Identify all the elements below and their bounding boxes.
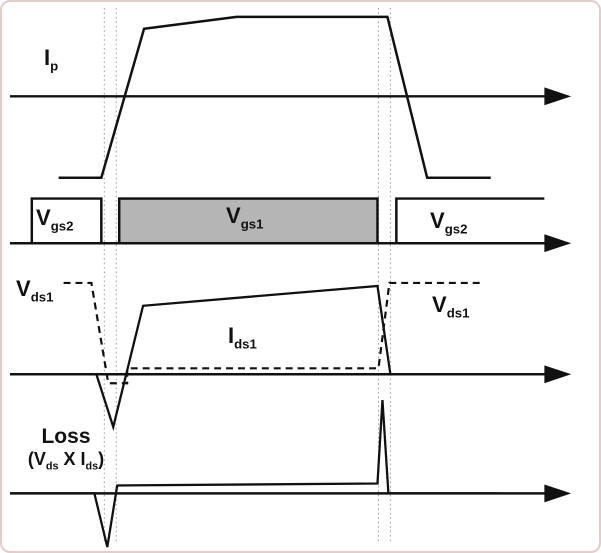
axis-ip-arrow [544, 87, 572, 106]
label-vds1-left: Vds1 [16, 277, 53, 304]
label-loss-l2a: (V [27, 449, 46, 470]
waveform-loss [11, 400, 499, 548]
waveform-vgs1-pulse [117, 197, 379, 245]
label-vgs2-right-sub: gs2 [444, 221, 468, 237]
waveform-vgs2-left-pulse [30, 197, 103, 244]
waveform-ids1 [11, 284, 499, 432]
label-loss: Loss (Vds X Ids) [14, 425, 118, 472]
label-vds1-right-sub: ds1 [446, 305, 470, 321]
label-ip-sub: p [50, 58, 59, 74]
label-ip-main: I [44, 45, 51, 70]
label-vgs2-right: Vgs2 [430, 209, 467, 236]
label-vgs1: Vgs1 [226, 204, 263, 231]
label-vgs2-right-main: V [430, 208, 445, 233]
axis-vgs-arrow [544, 234, 572, 253]
label-vgs2-left-sub: gs2 [50, 218, 74, 234]
waveform-vgs2-right-pulse [395, 197, 545, 244]
label-loss-l2c: X I [58, 449, 86, 470]
label-loss-line2: (Vds X Ids) [14, 450, 118, 472]
waveform-vds1-dashed [63, 281, 481, 385]
label-ids1: Ids1 [228, 324, 257, 351]
label-vgs1-sub: gs1 [240, 216, 264, 232]
axis-vds-arrow [544, 365, 572, 384]
waveform-primary-current [58, 15, 491, 179]
label-loss-l2e: ) [98, 449, 105, 470]
label-vds1-left-sub: ds1 [30, 289, 54, 305]
label-vgs2-left: Vgs2 [36, 206, 73, 233]
label-vgs1-main: V [226, 203, 241, 228]
label-loss-l2d: ds [85, 460, 99, 473]
label-ids1-sub: ds1 [234, 336, 257, 352]
label-vds1-right-main: V [432, 292, 447, 317]
label-primary-current: Ip [44, 46, 58, 73]
label-vgs2-left-main: V [36, 205, 51, 230]
label-loss-l2b: ds [45, 460, 59, 473]
label-vds1-right: Vds1 [432, 293, 469, 320]
label-loss-line1: Loss [41, 425, 91, 448]
label-ids1-main: I [228, 323, 235, 348]
label-vds1-left-main: V [16, 276, 31, 301]
axis-loss-arrow [544, 484, 572, 503]
